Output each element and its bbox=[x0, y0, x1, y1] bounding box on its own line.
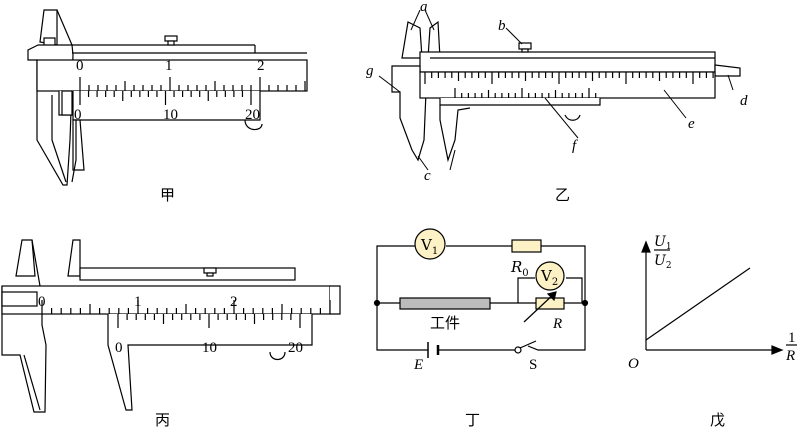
circuit-ding bbox=[373, 228, 589, 358]
voltmeter-v1 bbox=[414, 228, 446, 260]
graph-wu bbox=[641, 240, 797, 355]
graph-origin-label: O bbox=[628, 356, 639, 372]
caliper-jia-vernier-label-0: 0 bbox=[74, 107, 82, 123]
caliper-jia-vernier-label-10: 10 bbox=[163, 107, 178, 123]
caliper-bing bbox=[1, 239, 341, 413]
rheostat-arrow bbox=[523, 291, 557, 323]
junction-node-left bbox=[373, 299, 381, 307]
workpiece-resistor bbox=[399, 297, 491, 310]
caliper-yi-vernier-scale bbox=[454, 88, 597, 98]
graph-y-label-numerator: U1 bbox=[654, 234, 672, 252]
caliper-bing-vernier-label-10: 10 bbox=[202, 340, 217, 356]
graph-line bbox=[645, 267, 751, 341]
battery-e-label: E bbox=[413, 357, 423, 373]
caliper-bing-main-scale bbox=[41, 300, 331, 314]
resistor-r0 bbox=[511, 239, 542, 253]
caliper-yi-label-e: e bbox=[688, 116, 695, 132]
caliper-yi-main-scale bbox=[424, 72, 714, 84]
caliper-bing-main-label-1: 1 bbox=[134, 294, 142, 310]
caliper-yi bbox=[378, 9, 741, 171]
voltmeter-v1-label: V1 bbox=[420, 236, 438, 257]
junction-node-right bbox=[581, 299, 589, 307]
switch-s bbox=[514, 340, 537, 354]
caption-ding: 丁 bbox=[465, 411, 480, 429]
graph-y-arrow bbox=[641, 240, 651, 253]
caliper-jia-body bbox=[27, 9, 308, 186]
caliper-jia-vernier-label-20: 20 bbox=[245, 107, 260, 123]
caliper-yi-label-b: b bbox=[498, 18, 506, 34]
graph-x-label-numerator: 1 bbox=[788, 330, 796, 346]
caliper-bing-vernier-scale bbox=[117, 314, 301, 328]
resistor-r0-label: R0 bbox=[510, 258, 529, 279]
caliper-jia-main-label-0: 0 bbox=[76, 58, 84, 74]
graph-y-label-denominator: U2 bbox=[654, 253, 672, 271]
caliper-bing-vernier-label-20: 20 bbox=[288, 340, 303, 356]
caption-yi: 乙 bbox=[555, 186, 570, 204]
caliper-yi-label-c: c bbox=[424, 168, 431, 184]
switch-s-label: S bbox=[529, 357, 537, 373]
circuit-wires bbox=[376, 245, 586, 351]
caliper-yi-leader-lines bbox=[378, 9, 734, 171]
caliper-yi-label-d: d bbox=[740, 93, 748, 109]
caliper-yi-label-f: f bbox=[572, 138, 578, 154]
caption-jia: 甲 bbox=[160, 186, 175, 204]
caliper-bing-main-label-0: 0 bbox=[38, 294, 46, 310]
caliper-jia bbox=[27, 9, 308, 186]
caliper-bing-main-label-2: 2 bbox=[230, 294, 238, 310]
graph-x-arrow bbox=[771, 345, 784, 355]
caption-wu: 戊 bbox=[710, 411, 725, 429]
caliper-jia-vernier-scale bbox=[79, 91, 252, 105]
caliper-jia-main-scale bbox=[79, 77, 306, 91]
rheostat-r-label: R bbox=[552, 316, 562, 332]
caliper-bing-body bbox=[1, 239, 341, 413]
caliper-yi-label-g: g bbox=[366, 63, 374, 79]
caliper-jia-main-label-1: 1 bbox=[165, 58, 173, 74]
caliper-jia-main-label-2: 2 bbox=[257, 58, 265, 74]
caliper-yi-label-a: a bbox=[420, 0, 428, 15]
caption-bing: 丙 bbox=[155, 411, 170, 429]
battery-e bbox=[427, 342, 440, 358]
voltmeter-v2 bbox=[535, 261, 565, 291]
graph-x-label-denominator: R bbox=[785, 348, 795, 364]
caliper-yi-body bbox=[391, 20, 741, 163]
caliper-bing-vernier-label-0: 0 bbox=[115, 340, 123, 356]
voltmeter-v2-label: V2 bbox=[540, 267, 558, 288]
workpiece-label: 工件 bbox=[430, 314, 460, 332]
